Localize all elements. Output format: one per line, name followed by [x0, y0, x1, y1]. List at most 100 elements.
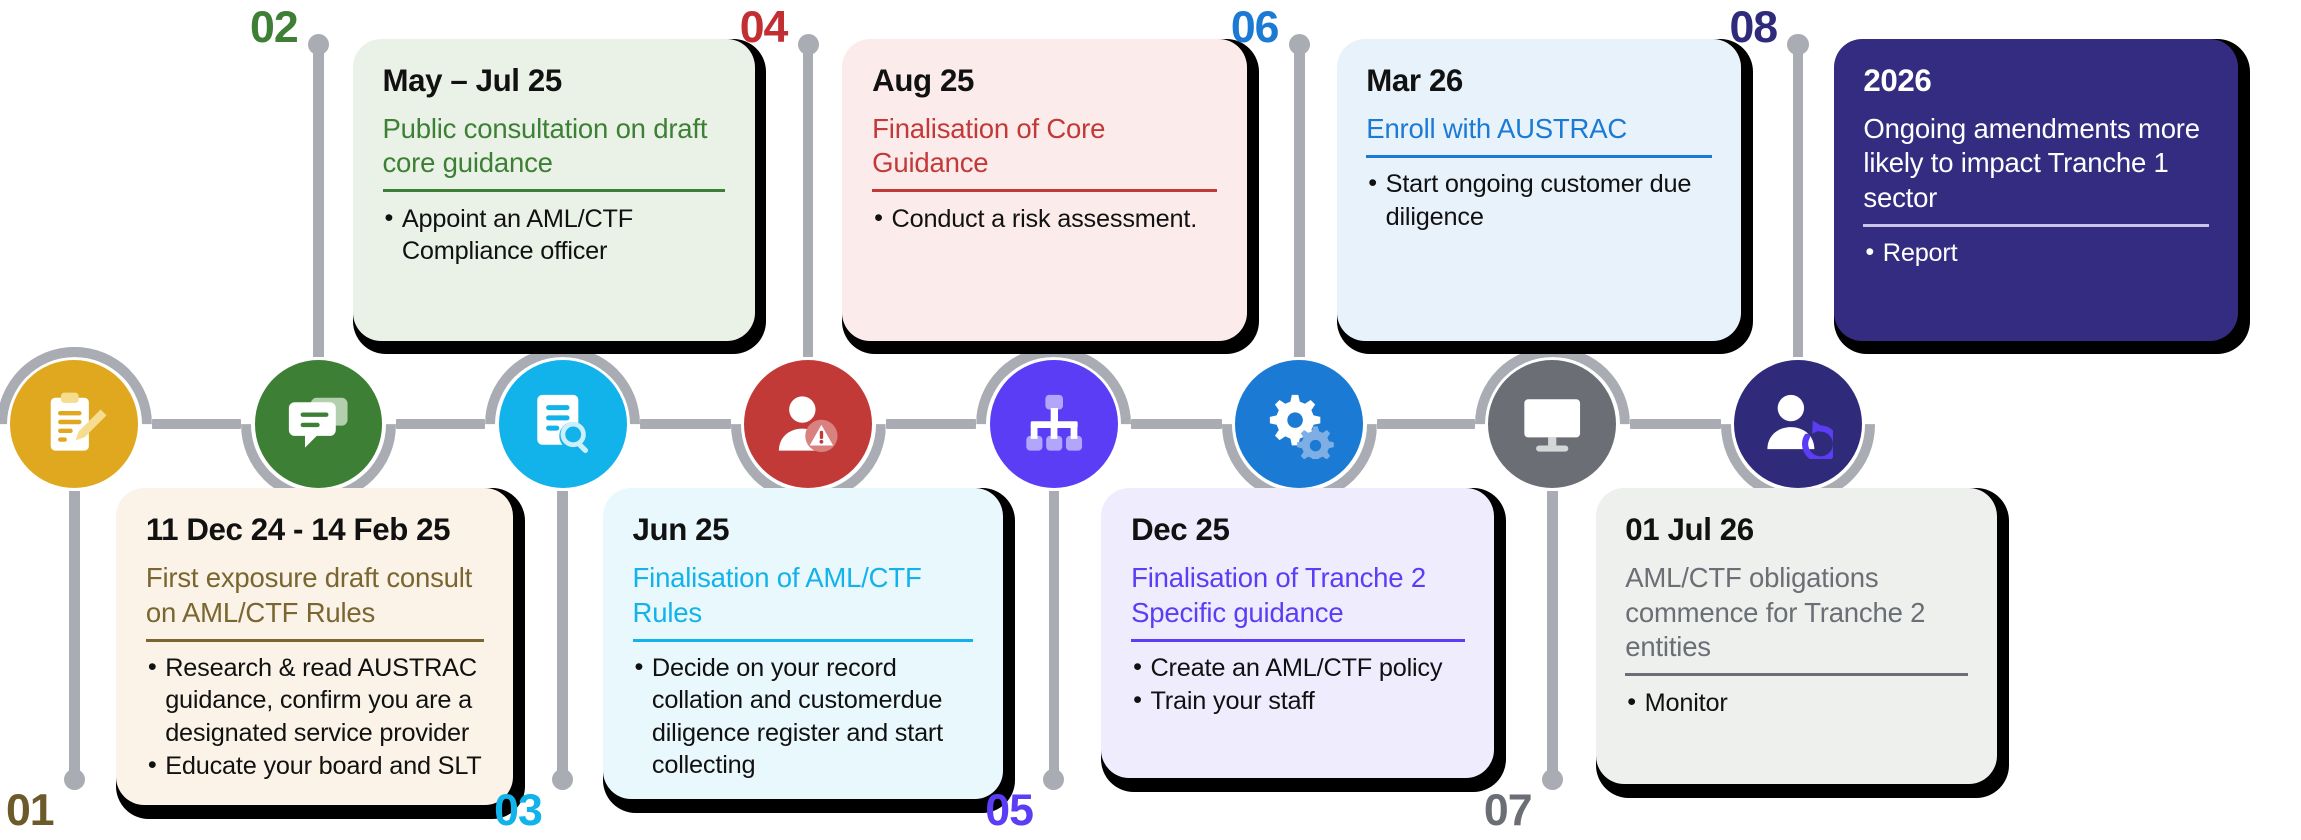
connector-stem: [1792, 44, 1804, 358]
document-search-icon: [537, 394, 589, 454]
user-refresh-icon: [1767, 394, 1834, 460]
card-date: 01 Jul 26: [1625, 512, 1754, 548]
card-divider: [1625, 673, 1968, 677]
rail-segment: [395, 418, 486, 430]
timeline-node-02[interactable]: [254, 360, 383, 489]
card-date: May – Jul 25: [382, 62, 563, 98]
timeline-node-06[interactable]: [1235, 360, 1364, 489]
step-number-08: 08: [1729, 2, 1778, 52]
timeline-node-05[interactable]: [989, 360, 1118, 489]
chat-bubble-icon: [289, 397, 348, 448]
timeline-node-01[interactable]: [10, 360, 139, 489]
card-date: Jun 25: [632, 512, 730, 548]
card-date: 11 Dec 24 - 14 Feb 25: [145, 512, 451, 548]
step-number-04: 04: [739, 2, 789, 52]
card-body: Aug 25 Finalisation of Core GuidanceCondu…: [842, 38, 1248, 341]
rail-segment: [639, 418, 731, 430]
rail-segment: [1376, 418, 1475, 430]
step-number-05: 05: [985, 785, 1034, 835]
connector-stem: [313, 44, 324, 358]
connector-dot: [797, 34, 819, 56]
step-number-03: 03: [494, 785, 543, 835]
timeline-node-04[interactable]: [744, 360, 873, 489]
card-body: Jun 25 Finalisation of AML/CTF RulesDecid…: [602, 488, 1004, 800]
card-bullet-list: Report: [1863, 236, 2208, 269]
card-bullet-list: Monitor: [1625, 686, 1967, 719]
card-date: Mar 26: [1366, 62, 1463, 98]
monitor-icon: [1524, 399, 1581, 452]
connector-dot: [63, 769, 86, 791]
connector-dot: [1541, 769, 1563, 791]
rail-segment: [1131, 418, 1222, 430]
card-bullet: Create an AML/CTF policy: [1131, 651, 1464, 684]
card-date: Aug 25: [872, 62, 974, 98]
connector-dot: [307, 34, 330, 56]
card-bullet-list: Decide on your record collation and cust…: [633, 651, 974, 781]
card-bullet: Appoint an AML/CTF Compliance officer: [383, 202, 725, 267]
card-body: Dec 25 Finalisation of Tranche 2 Specific…: [1101, 488, 1495, 779]
card-title: Finalisation of Core Guidance: [872, 112, 1106, 179]
rail-segment: [885, 418, 977, 430]
timeline-card-03[interactable]: Jun 25 Finalisation of AML/CTF RulesDecid…: [602, 488, 1016, 813]
card-bullet: Decide on your record collation and cust…: [633, 651, 974, 781]
card-title: Finalisation of Tranche 2 Specific guida…: [1131, 562, 1426, 628]
timeline-card-04[interactable]: Aug 25 Finalisation of Core GuidanceCondu…: [842, 38, 1260, 355]
step-number-02: 02: [250, 2, 299, 52]
step-number-07: 07: [1483, 785, 1533, 835]
card-date: 2026: [1863, 62, 1932, 98]
card-divider: [632, 638, 974, 642]
timeline-card-05[interactable]: Dec 25 Finalisation of Tranche 2 Specific…: [1101, 488, 1507, 792]
rail-segment: [1629, 418, 1721, 430]
step-number-06: 06: [1230, 2, 1280, 52]
card-bullet: Monitor: [1625, 686, 1967, 719]
card-bullet-list: Appoint an AML/CTF Compliance officer: [383, 202, 725, 267]
rail-segment: [151, 418, 242, 430]
connector-stem: [1294, 44, 1305, 358]
card-bullet-list: Conduct a risk assessment.: [872, 202, 1217, 235]
card-bullet: Conduct a risk assessment.: [872, 202, 1217, 235]
card-bullet: Report: [1863, 236, 2208, 269]
card-divider: [1863, 223, 2209, 227]
connector-dot: [1288, 34, 1310, 56]
connector-stem: [69, 491, 80, 780]
card-date: Dec 25: [1131, 512, 1230, 548]
card-divider: [872, 189, 1218, 193]
org-chart-icon: [1025, 394, 1082, 451]
card-bullet: Start ongoing customer due diligence: [1366, 167, 1711, 232]
timeline-card-07[interactable]: 01 Jul 26 AML/CTF obligations commence fo…: [1595, 488, 2010, 798]
timeline-node-03[interactable]: [498, 360, 627, 489]
connector-dot: [551, 769, 574, 791]
connector-stem: [1547, 491, 1558, 780]
timeline-node-08[interactable]: [1733, 360, 1862, 489]
connector-stem: [1048, 491, 1059, 780]
card-divider: [1366, 155, 1712, 159]
card-bullet-list: Research & read AUSTRAC guidance, confir…: [146, 651, 484, 782]
card-divider: [145, 638, 484, 642]
timeline-card-01[interactable]: 11 Dec 24 - 14 Feb 25 First exposure draf…: [116, 488, 526, 819]
card-divider: [1131, 638, 1465, 642]
timeline-node-07[interactable]: [1488, 360, 1617, 489]
card-bullet: Research & read AUSTRAC guidance, confir…: [146, 651, 484, 748]
card-bullet: Train your staff: [1131, 684, 1464, 717]
card-title: AML/CTF obligations commence for Tranche…: [1625, 562, 1926, 663]
card-title: Finalisation of AML/CTF Rules: [632, 562, 922, 628]
timeline-card-02[interactable]: May – Jul 25 Public consultation on draft…: [352, 38, 767, 355]
card-bullet-list: Create an AML/CTF policyTrain your staff: [1131, 651, 1464, 717]
card-divider: [382, 189, 725, 193]
card-body: 01 Jul 26 AML/CTF obligations commence fo…: [1595, 488, 1998, 785]
card-body: May – Jul 25 Public consultation on draft…: [352, 38, 755, 341]
card-title: Public consultation on draft core guidan…: [382, 112, 708, 179]
connector-dot: [1787, 34, 1809, 56]
gears-icon: [1269, 394, 1334, 460]
connector-stem: [557, 491, 568, 780]
card-body: 11 Dec 24 - 14 Feb 25 First exposure draf…: [116, 488, 514, 806]
connector-stem: [802, 44, 814, 358]
card-title: First exposure draft consult on AML/CTF …: [145, 562, 473, 628]
connector-dot: [1043, 769, 1065, 791]
card-bullet: Educate your board and SLT: [146, 749, 484, 782]
